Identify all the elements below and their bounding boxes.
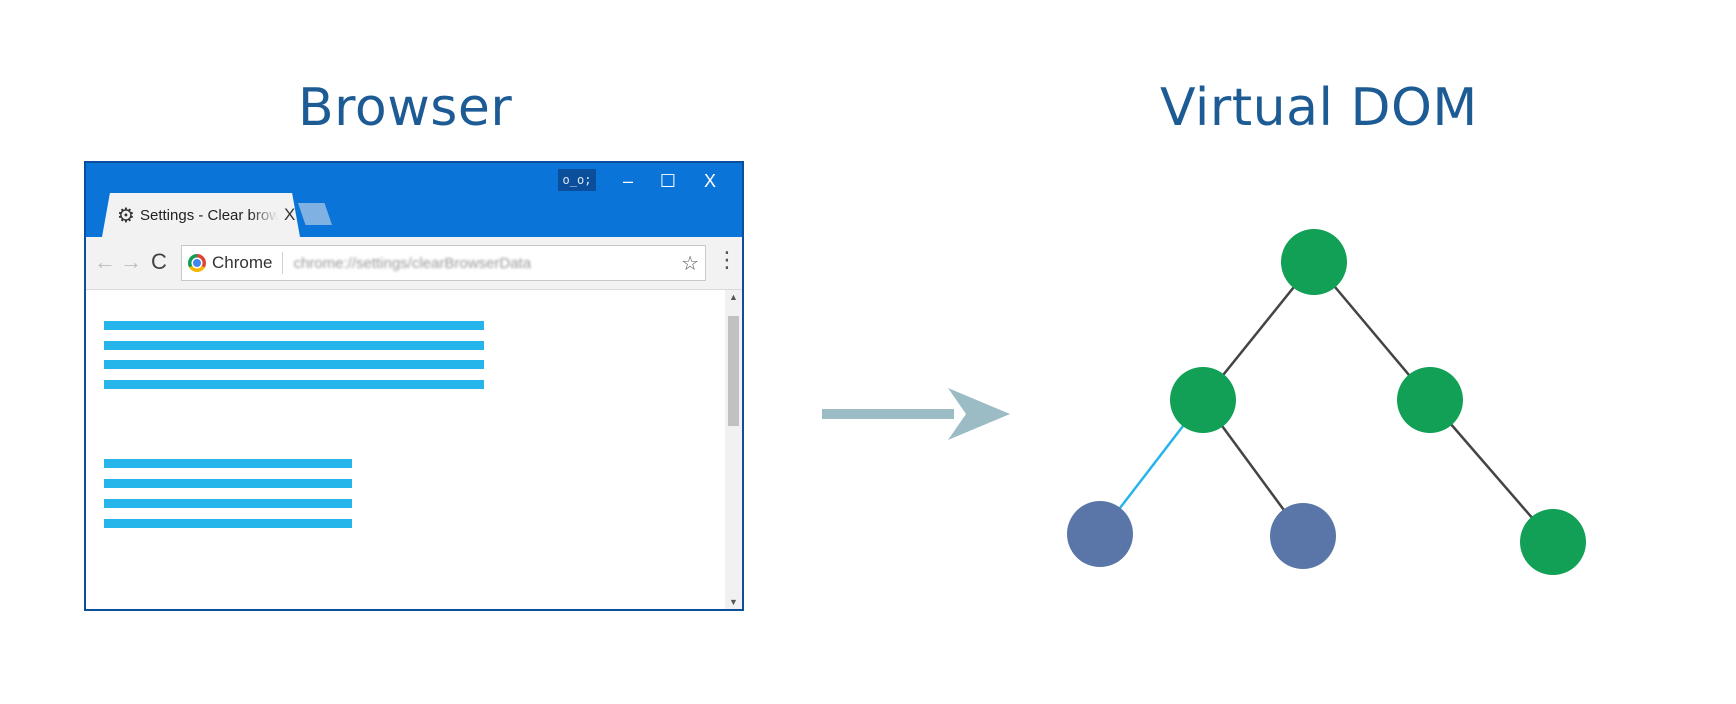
page-content bbox=[86, 290, 726, 609]
content-line bbox=[104, 519, 352, 528]
content-line bbox=[104, 479, 352, 488]
omnibox-divider bbox=[282, 252, 284, 274]
browser-heading: Browser bbox=[298, 78, 513, 138]
omnibox-label: Chrome bbox=[212, 253, 273, 272]
settings-tab[interactable]: ⚙ Settings - Clear browsing data X bbox=[102, 193, 300, 237]
content-line bbox=[104, 380, 484, 389]
tab-title: Settings - Clear browsing data bbox=[140, 206, 278, 224]
scrollbar[interactable]: ▲ ▼ bbox=[725, 290, 742, 609]
scroll-down-arrow-icon[interactable]: ▼ bbox=[729, 597, 738, 607]
tree-edges bbox=[1099, 261, 1554, 543]
browser-window: ⚙ Settings - Clear browsing data X o_o; … bbox=[84, 161, 744, 611]
url-text: chrome://settings/clearBrowserData bbox=[293, 254, 532, 272]
close-window-button[interactable]: X bbox=[703, 171, 716, 191]
tree-node-changed bbox=[1270, 503, 1336, 569]
browser-titlebar: ⚙ Settings - Clear browsing data X o_o; … bbox=[86, 163, 742, 237]
tree-node-leaf bbox=[1520, 509, 1586, 575]
arrow-shaft bbox=[822, 409, 954, 419]
tree-node-left bbox=[1170, 367, 1236, 433]
tree-node-right bbox=[1397, 367, 1463, 433]
transform-arrow bbox=[822, 388, 1010, 440]
scroll-up-arrow-icon[interactable]: ▲ bbox=[729, 292, 738, 302]
scroll-thumb[interactable] bbox=[728, 316, 739, 426]
browser-toolbar: ← → C Chrome chrome://settings/clearBrow… bbox=[86, 237, 742, 290]
content-line bbox=[104, 459, 352, 468]
minimize-button[interactable]: – bbox=[622, 171, 633, 191]
tree-node-changed bbox=[1067, 501, 1133, 567]
content-line bbox=[104, 499, 352, 508]
virtual-dom-heading: Virtual DOM bbox=[1160, 78, 1478, 138]
chrome-logo-icon bbox=[188, 254, 206, 272]
reload-icon[interactable]: C bbox=[151, 249, 167, 274]
tab-close-button[interactable]: X bbox=[284, 205, 296, 224]
gear-icon: ⚙ bbox=[117, 204, 135, 227]
arrow-head bbox=[948, 388, 1010, 440]
menu-dots-icon[interactable]: ⋮ bbox=[716, 247, 738, 272]
forward-arrow-icon[interactable]: → bbox=[120, 249, 142, 274]
content-line bbox=[104, 321, 484, 330]
star-icon[interactable]: ☆ bbox=[681, 253, 699, 275]
tree-node-root bbox=[1281, 229, 1347, 295]
content-line bbox=[104, 360, 484, 369]
back-arrow-icon[interactable]: ← bbox=[94, 249, 116, 274]
profile-badge[interactable]: o_o; bbox=[558, 169, 596, 191]
maximize-button[interactable]: ☐ bbox=[659, 171, 677, 191]
tree-nodes bbox=[1067, 229, 1586, 575]
content-line bbox=[104, 341, 484, 350]
new-tab-button[interactable] bbox=[298, 203, 332, 225]
address-bar[interactable]: Chrome chrome://settings/clearBrowserDat… bbox=[181, 245, 706, 281]
